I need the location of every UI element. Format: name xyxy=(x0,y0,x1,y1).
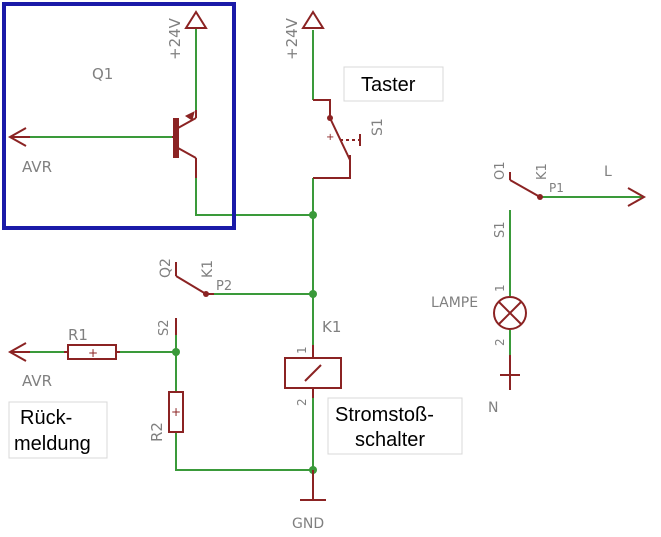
l-label: L xyxy=(604,164,612,180)
k1-right-label: K1 xyxy=(535,163,550,180)
n-label: N xyxy=(488,400,498,416)
lamp-icon xyxy=(493,296,527,330)
neutral-icon xyxy=(500,355,520,390)
stromstoss-callout: Stromstoß- schalter xyxy=(327,397,463,455)
lamp-pin2-label: 2 xyxy=(493,338,507,346)
taster-callout: Taster xyxy=(343,66,444,102)
s2-label: S2 xyxy=(157,319,172,336)
svg-text:+: + xyxy=(88,346,98,360)
supply-arrow-icon xyxy=(301,10,325,29)
relay-contact-right-icon xyxy=(509,172,541,198)
junctions xyxy=(172,211,317,474)
svg-text:+: + xyxy=(326,132,334,143)
lampe-label: LAMPE xyxy=(431,295,478,311)
stromstoss-line1: Stromstoß- xyxy=(335,404,434,426)
k1-coil-label: K1 xyxy=(322,318,341,336)
p2-label: P2 xyxy=(216,279,232,294)
wires xyxy=(14,28,642,471)
relay-coil-k1-icon xyxy=(284,345,342,398)
q2-label: Q2 xyxy=(158,258,174,278)
svg-text:+: + xyxy=(171,405,181,419)
transistor-q1-icon xyxy=(172,110,197,178)
resistor-r2-icon: + xyxy=(168,391,184,433)
taster-label: Taster xyxy=(361,74,416,96)
rueckmeldung-line2: meldung xyxy=(14,433,91,455)
pushbutton-s1-icon: + xyxy=(313,99,361,179)
ground-icon xyxy=(300,470,326,501)
p1-label: P1 xyxy=(549,181,564,195)
s1-right-label: S1 xyxy=(493,221,508,238)
coil-pin1-label: 1 xyxy=(295,346,309,354)
avr-bottom-label: AVR xyxy=(22,372,52,390)
r2-label: R2 xyxy=(148,422,166,442)
arrow-right-icon xyxy=(627,187,647,207)
o1-label: O1 xyxy=(493,161,508,180)
q1-supply-label: +24V xyxy=(166,17,184,60)
rueckmeldung-callout: Rück- meldung xyxy=(8,401,108,459)
s1-supply-label: +24V xyxy=(283,17,301,60)
q1-label: Q1 xyxy=(92,65,113,83)
stromstoss-line2: schalter xyxy=(355,429,425,451)
q1-highlight-box xyxy=(2,2,236,230)
gnd-label: GND xyxy=(292,516,324,532)
lamp-pin1-label: 1 xyxy=(493,284,507,292)
supply-arrow-icon xyxy=(184,10,208,29)
s1-label: S1 xyxy=(370,118,386,136)
avr-top-label: AVR xyxy=(22,158,52,176)
coil-pin2-label: 2 xyxy=(295,398,309,406)
k1-contact-label: K1 xyxy=(200,260,216,278)
r1-label: R1 xyxy=(68,326,88,344)
rueckmeldung-line1: Rück- xyxy=(20,407,72,429)
resistor-r1-icon: + xyxy=(64,344,120,360)
